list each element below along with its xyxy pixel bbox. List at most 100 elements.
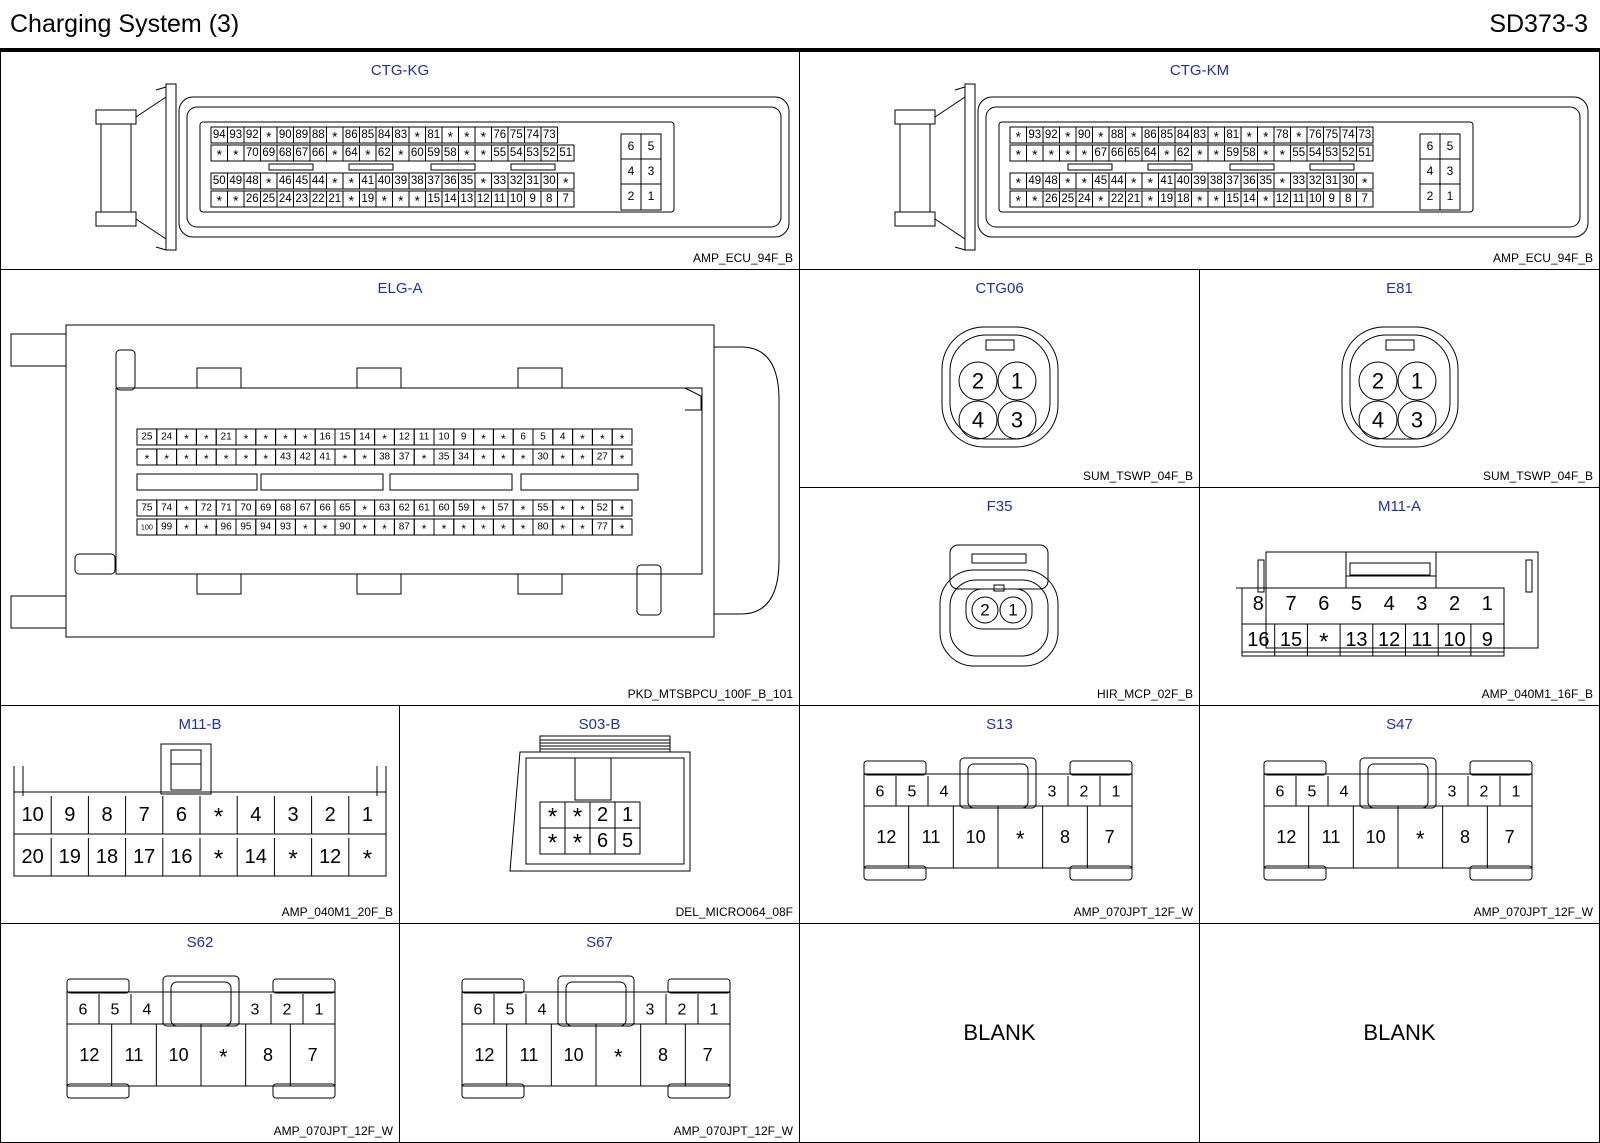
pin-label: * <box>244 452 249 466</box>
connector-outline <box>356 573 402 595</box>
pin-label: 3 <box>1048 784 1057 801</box>
pin-label: 25 <box>141 432 153 443</box>
connector-outline <box>1147 163 1193 171</box>
pin-label: 15 <box>1280 629 1302 651</box>
connector-outline <box>1349 334 1451 440</box>
pin-label: * <box>1164 148 1170 163</box>
pin-label: 86 <box>1144 129 1157 141</box>
pin-label: * <box>1214 148 1220 163</box>
connector-outline <box>539 735 671 753</box>
pin-label: 4 <box>940 784 949 801</box>
pin-label: 52 <box>597 503 609 514</box>
pin-label: 11 <box>494 193 506 205</box>
pin-label: 11 <box>922 827 941 847</box>
connector-name: S13 <box>986 716 1013 733</box>
connector-name: S47 <box>1386 716 1413 733</box>
pin-label: 38 <box>379 452 391 463</box>
pin-label: 18 <box>1177 193 1190 205</box>
pin-label: * <box>1032 194 1038 209</box>
connector-code: AMP_070JPT_12F_W <box>273 1124 393 1138</box>
pin-label: * <box>1032 148 1038 163</box>
pin-label: 69 <box>262 147 275 159</box>
pin-label: 48 <box>1045 175 1058 187</box>
connector-outline <box>934 218 966 240</box>
connector-name: ELG-A <box>377 280 423 297</box>
pin-label: * <box>233 148 239 163</box>
connector-outline <box>1067 163 1113 171</box>
pin-label: 32 <box>1309 175 1322 187</box>
pin-label: 3 <box>648 164 655 178</box>
connector-outline <box>954 246 966 251</box>
pin-label: * <box>1049 148 1055 163</box>
connector-code: DEL_MICRO064_08F <box>675 905 793 919</box>
pin-label: * <box>1016 194 1022 209</box>
pin-label: 45 <box>1094 175 1107 187</box>
pin-label: 37 <box>427 175 440 187</box>
connector-outline <box>959 757 1037 809</box>
pin-label: 22 <box>1111 193 1124 205</box>
connector-outline <box>939 569 1059 667</box>
pin-label: * <box>481 452 486 466</box>
pin-label: 25 <box>262 193 275 205</box>
pin-label: * <box>1416 827 1425 852</box>
connector-outline <box>196 367 242 389</box>
pin-label: * <box>1065 148 1071 163</box>
connector-outline <box>389 473 513 491</box>
connector-outline <box>74 553 116 575</box>
pin-label: 35 <box>438 452 450 463</box>
pin-label: * <box>263 432 268 446</box>
pin-label: 9 <box>64 804 75 826</box>
pin-label: * <box>1065 130 1071 145</box>
pin-label: * <box>217 194 223 209</box>
pin-label: 88 <box>1111 129 1124 141</box>
pin-label: 92 <box>1045 129 1058 141</box>
connector-outline <box>155 86 167 91</box>
pin-label: 17 <box>133 846 155 868</box>
connector-outline <box>170 981 232 1027</box>
pin-label: 60 <box>411 147 424 159</box>
pin-label: 11 <box>419 432 430 443</box>
pin-label: 15 <box>1226 193 1239 205</box>
pin-label: 36 <box>1243 175 1256 187</box>
pin-label: 16 <box>170 846 192 868</box>
connector-outline <box>1069 865 1133 881</box>
pin-label: * <box>288 846 297 873</box>
pin-label: 36 <box>444 175 457 187</box>
pin-label: 6 <box>876 784 885 801</box>
connector-outline <box>894 109 936 125</box>
connector-code: AMP_070JPT_12F_W <box>1473 905 1593 919</box>
pin-label: 14 <box>359 432 371 443</box>
pin-label: * <box>580 452 585 466</box>
pin-label: * <box>1263 130 1269 145</box>
connector-code: AMP_040M1_20F_B <box>281 905 393 919</box>
panel-blank-1: BLANK <box>800 924 1200 1143</box>
pin-label: * <box>214 804 223 831</box>
pin-label: 62 <box>1177 147 1190 159</box>
connector-outline <box>667 978 731 994</box>
pin-label: 3 <box>1011 408 1023 433</box>
pin-label: * <box>283 432 288 446</box>
pin-label: * <box>580 522 585 536</box>
pin-label: 26 <box>246 193 259 205</box>
pin-label: 2 <box>1449 593 1460 615</box>
pin-label: 5 <box>648 139 655 153</box>
pin-label: * <box>501 432 506 446</box>
pin-label: 13 <box>1345 629 1367 651</box>
pin-label: 7 <box>563 193 569 205</box>
pin-cell <box>611 448 633 466</box>
connector-outline <box>461 1083 525 1099</box>
pin-label: 10 <box>1443 629 1465 651</box>
pin-label: 2 <box>972 369 984 394</box>
connector-name: M11-A <box>1377 498 1422 515</box>
pin-label: 90 <box>1078 129 1091 141</box>
pin-cell <box>611 499 633 517</box>
pin-label: 5 <box>1447 139 1454 153</box>
connector-outline <box>977 96 1589 238</box>
connector-outline <box>574 757 612 801</box>
pin-label: * <box>580 503 585 517</box>
